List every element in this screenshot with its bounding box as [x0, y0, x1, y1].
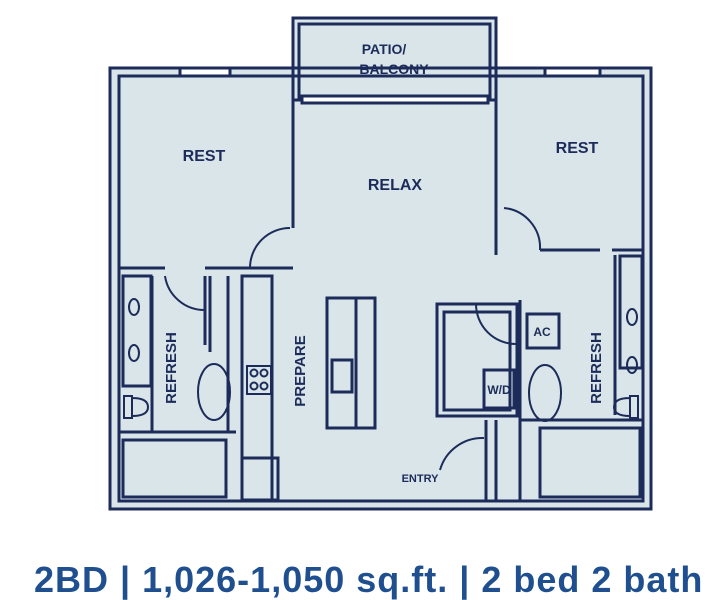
left-bath-door [164, 275, 206, 312]
window-top-right [543, 66, 602, 78]
relax-label: RELAX [368, 177, 423, 194]
left-bedroom-door [249, 227, 291, 269]
right-tub [528, 364, 562, 422]
prepare-label: PREPARE [292, 335, 309, 406]
burner-1 [249, 368, 259, 378]
kitchen-island [325, 296, 377, 430]
burner-2 [259, 368, 269, 378]
unit-caption: 2BD | 1,026-1,050 sq.ft. | 2 bed 2 bath [34, 559, 704, 600]
left-shower [121, 438, 228, 499]
refresh-right-label: REFRESH [588, 332, 605, 404]
cooktop [246, 365, 272, 395]
entry-door [439, 436, 485, 471]
island-sink [330, 358, 354, 394]
entry-label: ENTRY [402, 473, 440, 485]
patio-label-line2: BALCONY [359, 61, 429, 77]
plan-fill [110, 18, 651, 509]
wd-label: W/D [487, 383, 511, 397]
burner-4 [259, 381, 269, 391]
right-sink-1 [626, 308, 638, 326]
window-top-left [178, 66, 232, 78]
left-tub [197, 363, 231, 421]
floor-plan: PATIO/ BALCONY REST REST RELAX PREPARE R… [108, 16, 653, 511]
right-vanity [618, 254, 644, 370]
left-vanity [121, 274, 153, 388]
kitchen-counter-lower [240, 456, 280, 502]
outer-wall [108, 66, 653, 511]
room-labels: PATIO/ BALCONY REST REST RELAX PREPARE R… [163, 41, 605, 485]
left-sink-1 [128, 298, 140, 316]
rest-left-label: REST [183, 148, 226, 165]
right-sink-2 [626, 356, 638, 374]
left-toilet [123, 395, 150, 419]
ac-box [525, 312, 561, 350]
entry-walls [437, 414, 498, 501]
patio-door [300, 94, 490, 105]
refresh-left-label: REFRESH [163, 332, 180, 404]
fixtures [123, 207, 639, 471]
laundry-door [475, 303, 517, 345]
burner-3 [249, 381, 259, 391]
left-sink-2 [128, 344, 140, 362]
right-shower [538, 426, 642, 499]
ac-label: AC [533, 325, 551, 339]
patio-label: PATIO/ [362, 41, 407, 57]
rest-right-label: REST [556, 140, 599, 157]
walls [108, 16, 653, 511]
right-toilet [612, 395, 639, 419]
right-bedroom-door [503, 207, 542, 251]
wd-box [482, 368, 516, 410]
